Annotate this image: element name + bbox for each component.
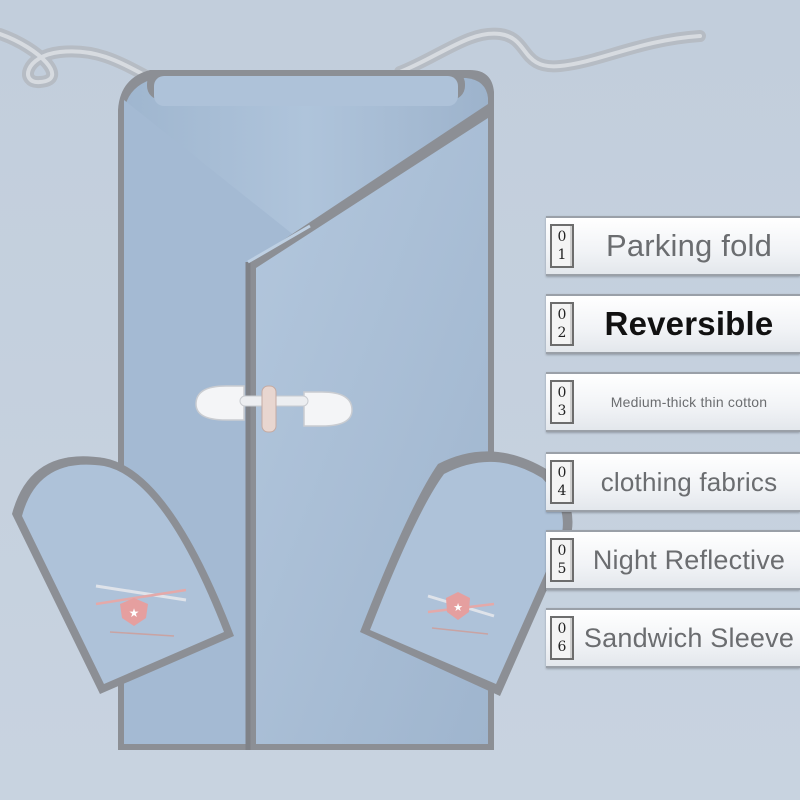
feature-item-sleeve: 0 6 Sandwich Sleeve [546, 608, 800, 668]
feature-number: 0 2 [550, 302, 574, 346]
feature-number: 0 5 [550, 538, 574, 582]
right-mitten: ★ [360, 451, 573, 696]
ribbon-strap-icon [0, 27, 706, 88]
feature-number-digit: 5 [557, 561, 567, 577]
left-mitten: ★ [12, 456, 234, 694]
feature-item-reflective: 0 5 Night Reflective [546, 530, 800, 590]
feature-label: Sandwich Sleeve [583, 622, 795, 653]
feature-number-digit: 2 [557, 325, 567, 341]
feature-item-cotton: 0 3 Medium-thick thin cotton [546, 372, 800, 432]
feature-number-digit: 0 [557, 229, 567, 245]
feature-label: Reversible [604, 305, 774, 342]
feature-number-digit: 0 [557, 543, 567, 559]
feature-label: Parking fold [605, 228, 773, 263]
shield-star-emblem-icon [446, 592, 470, 620]
feature-label: Night Reflective [592, 544, 786, 575]
feature-item-parking-fold: 0 1 Parking fold [546, 216, 800, 276]
feature-item-reversible: 0 2 Reversible [546, 294, 800, 354]
feature-number-digit: 0 [557, 465, 567, 481]
feature-number: 0 1 [550, 224, 574, 268]
feature-number-digit: 0 [557, 385, 567, 401]
toggle-button-icon [195, 385, 353, 433]
shield-star-emblem-icon [120, 598, 148, 626]
svg-text:★: ★ [129, 606, 140, 620]
feature-item-fabrics: 0 4 clothing fabrics [546, 452, 800, 512]
svg-text:★: ★ [453, 601, 463, 614]
feature-number-digit: 0 [557, 621, 567, 637]
feature-number: 0 4 [550, 460, 574, 504]
feature-number-digit: 6 [557, 639, 567, 655]
feature-label: clothing fabrics [600, 466, 778, 497]
feature-number: 0 3 [550, 380, 574, 424]
feature-label: Medium-thick thin cotton [610, 394, 768, 410]
feature-number-digit: 0 [557, 307, 567, 323]
feature-number: 0 6 [550, 616, 574, 660]
feature-number-digit: 1 [557, 247, 567, 263]
feature-number-digit: 3 [557, 403, 567, 419]
feature-number-digit: 4 [557, 483, 567, 499]
